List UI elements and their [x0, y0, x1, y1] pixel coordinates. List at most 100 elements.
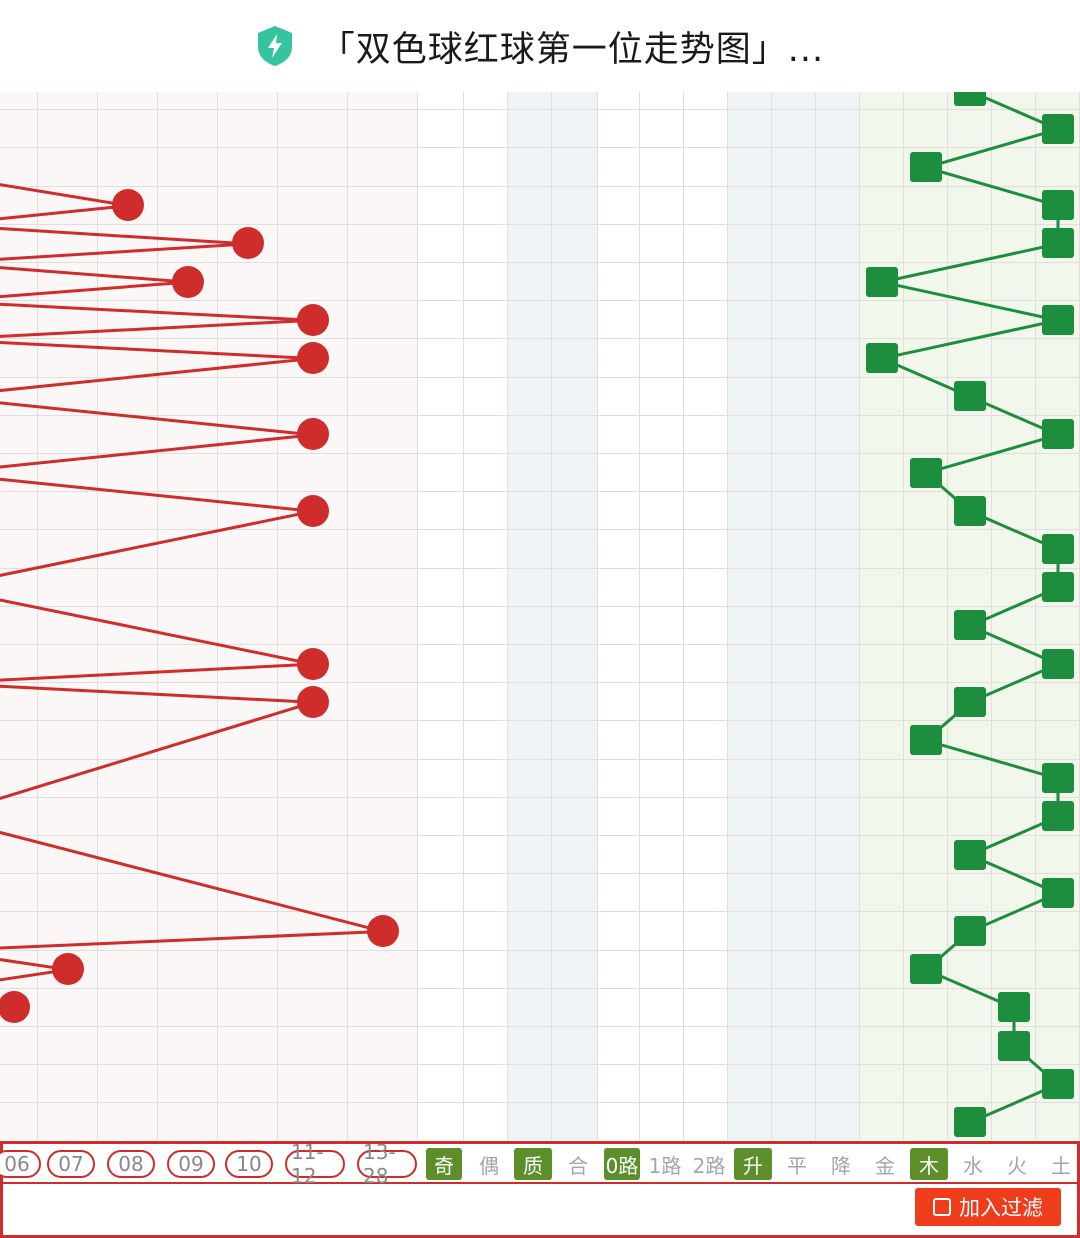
grid-cell	[218, 797, 278, 836]
grid-cell	[464, 148, 508, 187]
grid-cell	[640, 492, 684, 531]
grid-cell	[992, 263, 1036, 302]
grid-cell	[552, 148, 598, 187]
grid-cell	[728, 797, 772, 836]
grid-cell	[98, 415, 158, 454]
grid-cell	[0, 492, 38, 531]
grid-cell	[508, 1103, 552, 1140]
grid-cell	[278, 950, 348, 989]
range-filter-pill[interactable]: 07	[47, 1150, 95, 1178]
range-filter-pill[interactable]: 10	[225, 1150, 273, 1178]
grid-cell	[640, 683, 684, 722]
ball-number	[0, 991, 30, 1024]
grid-cell	[464, 110, 508, 149]
grid-cell	[728, 454, 772, 493]
grid-cell	[684, 988, 728, 1027]
element-mark	[909, 724, 942, 755]
grid-cell	[860, 645, 904, 684]
grid-cell	[728, 759, 772, 798]
grid-cell	[640, 606, 684, 645]
grid-cell	[418, 950, 464, 989]
range-filter-pill[interactable]: 08	[107, 1150, 155, 1178]
grid-cell	[684, 874, 728, 913]
grid-cell	[464, 836, 508, 875]
ball-number	[51, 953, 84, 986]
grid-cell	[728, 186, 772, 225]
grid-cell	[860, 1027, 904, 1066]
grid-cell	[218, 88, 278, 111]
grid-cell	[640, 377, 684, 416]
grid-cell	[684, 950, 728, 989]
grid-cell	[348, 721, 418, 760]
attribute-filter-tag[interactable]: 1路	[648, 1153, 682, 1178]
attribute-filter-tag[interactable]: 偶	[479, 1153, 499, 1178]
attribute-filter-tag[interactable]: 质	[514, 1148, 552, 1180]
grid-cell	[772, 301, 816, 340]
grid-cell	[348, 110, 418, 149]
grid-cell	[598, 721, 640, 760]
app-header: 「双色球红球第一位走势图」...	[0, 0, 1080, 92]
range-filter-pill[interactable]: 06	[0, 1150, 41, 1178]
grid-cell	[278, 224, 348, 263]
grid-cell	[860, 301, 904, 340]
grid-cell	[816, 415, 860, 454]
grid-cell	[948, 530, 992, 569]
grid-cell	[860, 377, 904, 416]
attribute-filter-tag[interactable]: 金	[875, 1153, 895, 1178]
element-mark	[953, 610, 986, 641]
grid-cell	[508, 797, 552, 836]
grid-cell	[508, 263, 552, 302]
grid-cell	[684, 377, 728, 416]
range-filter-pill[interactable]: 09	[167, 1150, 215, 1178]
grid-cell	[508, 912, 552, 951]
attribute-filter-tag[interactable]: 平	[787, 1153, 807, 1178]
grid-cell	[418, 454, 464, 493]
ball-number	[366, 914, 399, 947]
add-filter-button[interactable]: 加入过滤	[915, 1188, 1061, 1226]
attribute-filter-tag[interactable]: 火	[1007, 1153, 1027, 1178]
grid-cell	[1036, 606, 1080, 645]
range-filter-pill[interactable]: 11-12	[285, 1140, 345, 1188]
grid-cell	[598, 836, 640, 875]
grid-cell	[816, 377, 860, 416]
element-mark	[1041, 572, 1074, 603]
grid-cell	[278, 606, 348, 645]
grid-cell	[552, 988, 598, 1027]
grid-cell	[348, 1103, 418, 1140]
element-mark	[909, 457, 942, 488]
grid-cell	[640, 530, 684, 569]
grid-cell	[598, 454, 640, 493]
attribute-filter-tag[interactable]: 2路	[692, 1153, 726, 1178]
grid-cell	[598, 1027, 640, 1066]
table-row	[0, 263, 1080, 302]
grid-cell	[684, 415, 728, 454]
attribute-filter-tag[interactable]: 水	[963, 1153, 983, 1178]
grid-cell	[158, 950, 218, 989]
attribute-filter-tag[interactable]: 奇	[426, 1148, 462, 1180]
grid-cell	[640, 836, 684, 875]
grid-cell	[418, 645, 464, 684]
grid-cell	[348, 606, 418, 645]
grid-cell	[684, 530, 728, 569]
attribute-filter-tag[interactable]: 升	[734, 1148, 772, 1180]
grid-cell	[508, 454, 552, 493]
grid-cell	[38, 263, 98, 302]
grid-cell	[772, 836, 816, 875]
trend-chart-grid[interactable]	[0, 88, 1080, 1140]
grid-cell	[552, 454, 598, 493]
grid-cell	[860, 88, 904, 111]
grid-cell	[348, 263, 418, 302]
grid-cell	[348, 1065, 418, 1104]
grid-cell	[158, 88, 218, 111]
attribute-filter-tag[interactable]: 降	[831, 1153, 851, 1178]
attribute-filter-tag[interactable]: 木	[910, 1148, 948, 1180]
filter-add-icon	[933, 1198, 951, 1216]
grid-cell	[816, 874, 860, 913]
attribute-filter-tag[interactable]: 土	[1051, 1153, 1071, 1178]
grid-cell	[904, 797, 948, 836]
attribute-filter-tag[interactable]: 合	[568, 1153, 588, 1178]
grid-cell	[278, 110, 348, 149]
attribute-filter-tag[interactable]: 0路	[604, 1148, 640, 1180]
range-filter-pill[interactable]: 13-28	[357, 1140, 417, 1188]
table-row	[0, 88, 1080, 111]
